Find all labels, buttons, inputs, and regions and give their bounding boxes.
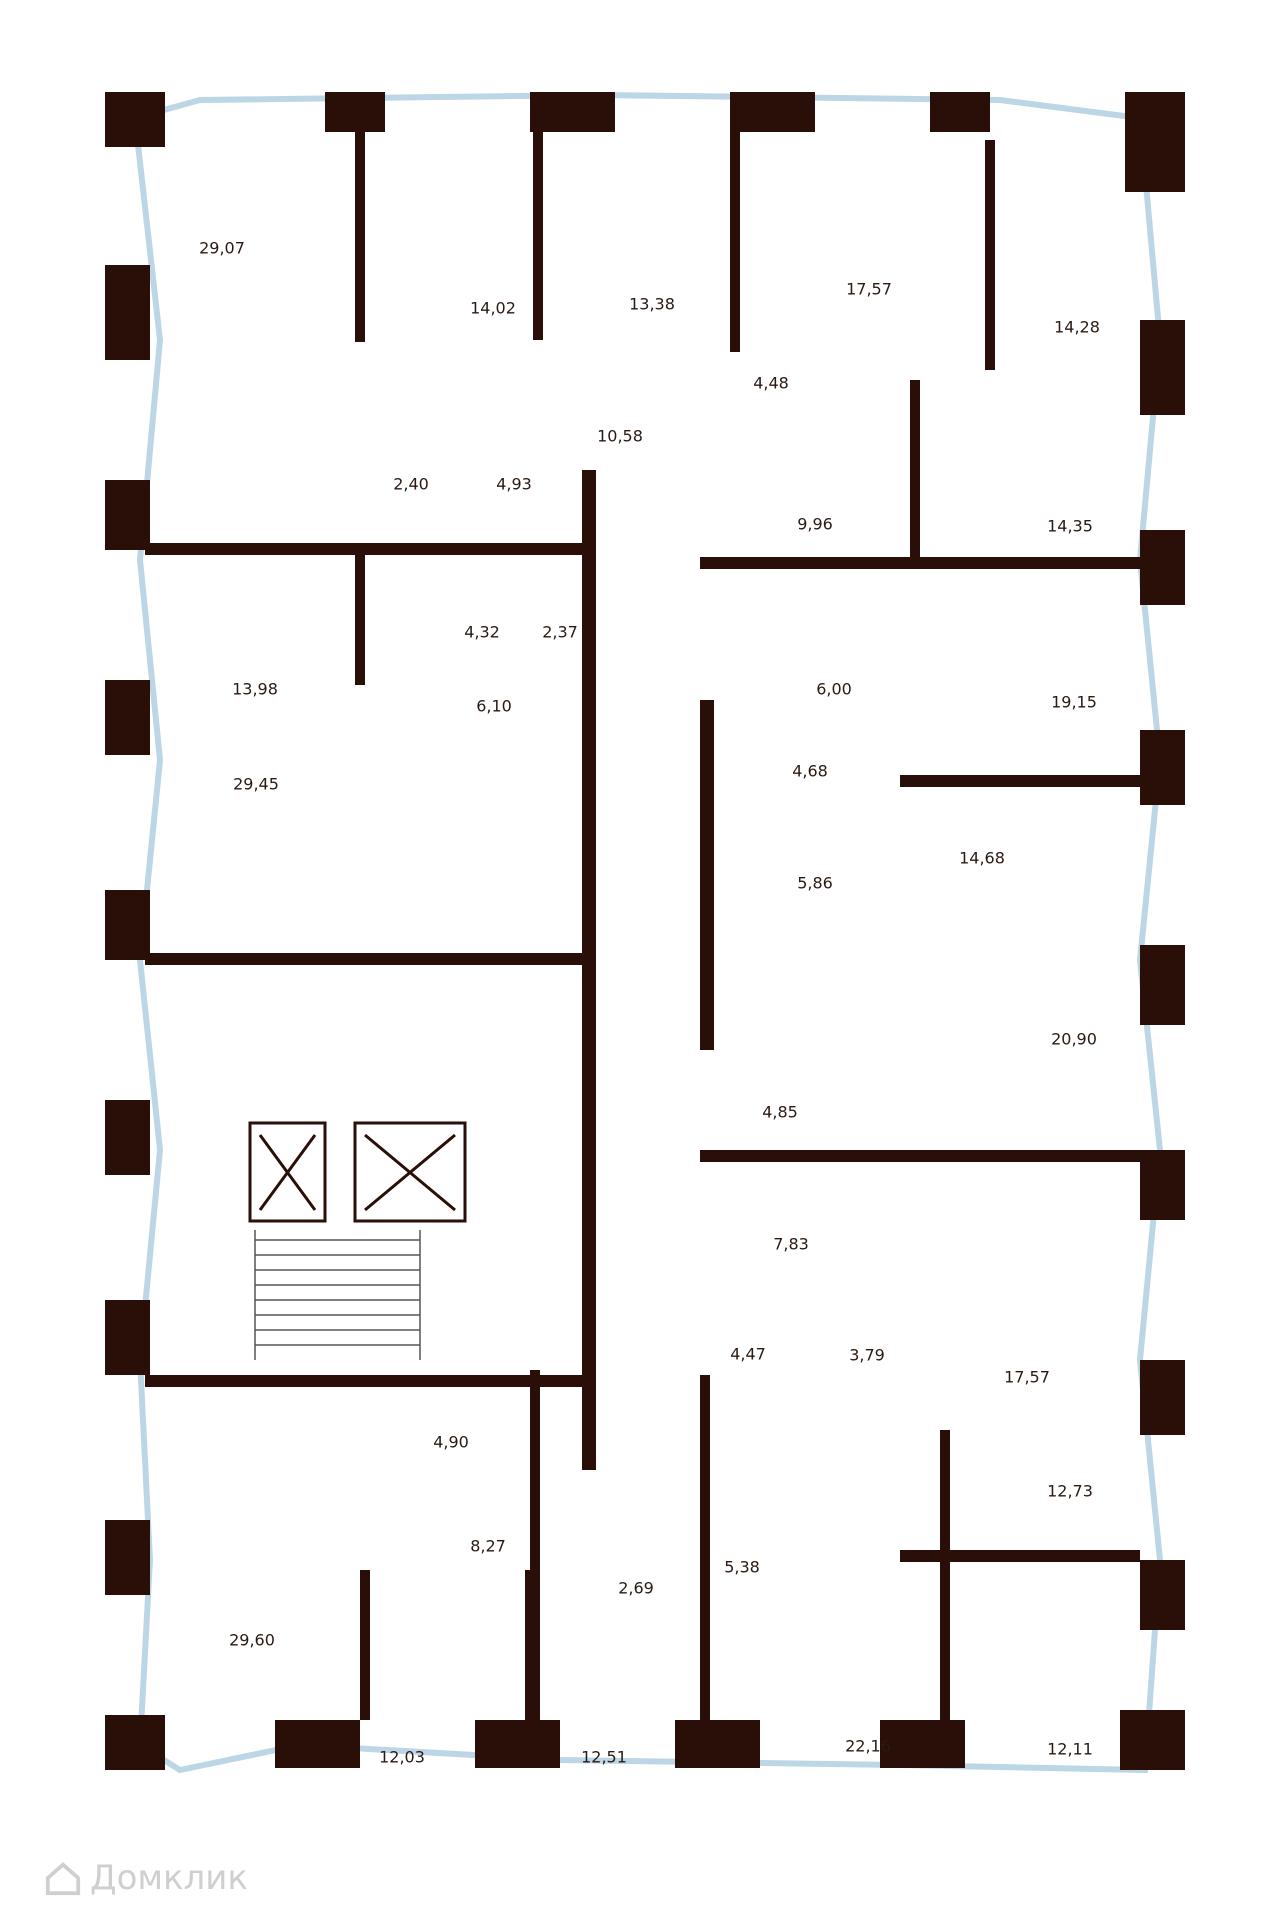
elevator-2 — [353, 1121, 467, 1223]
room-area-label: 14,02 — [470, 299, 516, 318]
room-area-label: 4,68 — [792, 762, 828, 781]
room-area-label: 14,35 — [1047, 517, 1093, 536]
room-area-label: 17,57 — [1004, 1368, 1050, 1387]
room-area-label: 4,48 — [753, 374, 789, 393]
room-area-label: 10,58 — [597, 427, 643, 446]
room-area-label: 4,93 — [496, 475, 532, 494]
room-area-label: 6,10 — [476, 697, 512, 716]
house-logo-icon — [45, 1862, 81, 1896]
room-area-label: 22,16 — [845, 1737, 891, 1756]
room-area-label: 12,11 — [1047, 1740, 1093, 1759]
room-area-label: 4,47 — [730, 1345, 766, 1364]
room-area-label: 13,98 — [232, 680, 278, 699]
room-area-label: 29,60 — [229, 1631, 275, 1650]
room-area-label: 29,07 — [199, 239, 245, 258]
room-area-label: 9,96 — [797, 515, 833, 534]
room-area-label: 13,38 — [629, 295, 675, 314]
outer-windows — [131, 91, 1164, 1774]
room-area-label: 12,03 — [379, 1748, 425, 1767]
room-area-label: 8,27 — [470, 1537, 506, 1556]
room-area-label: 2,69 — [618, 1579, 654, 1598]
room-area-label: 14,28 — [1054, 318, 1100, 337]
domclick-watermark: Домклик — [44, 1858, 248, 1898]
room-area-label: 3,79 — [849, 1346, 885, 1365]
room-labels: 29,07 14,02 13,38 17,57 14,28 10,58 4,48… — [199, 239, 1100, 1767]
room-area-label: 5,86 — [797, 874, 833, 893]
room-area-label: 19,15 — [1051, 693, 1097, 712]
room-area-label: 7,83 — [773, 1235, 809, 1254]
room-area-label: 6,00 — [816, 680, 852, 699]
room-area-label: 5,38 — [724, 1558, 760, 1577]
room-area-label: 12,51 — [581, 1748, 627, 1767]
watermark-text: Домклик — [90, 1858, 248, 1898]
room-area-label: 17,57 — [846, 280, 892, 299]
staircase — [254, 1230, 421, 1360]
room-area-label: 20,90 — [1051, 1030, 1097, 1049]
room-area-label: 12,73 — [1047, 1482, 1093, 1501]
room-area-label: 2,40 — [393, 475, 429, 494]
room-area-label: 4,32 — [464, 623, 500, 642]
elevator-1 — [248, 1121, 327, 1223]
room-area-label: 14,68 — [959, 849, 1005, 868]
room-area-label: 2,37 — [542, 623, 578, 642]
room-area-label: 4,90 — [433, 1433, 469, 1452]
room-area-label: 29,45 — [233, 775, 279, 794]
walls — [105, 92, 1185, 1770]
elevators — [248, 1121, 467, 1223]
room-area-label: 4,85 — [762, 1103, 798, 1122]
